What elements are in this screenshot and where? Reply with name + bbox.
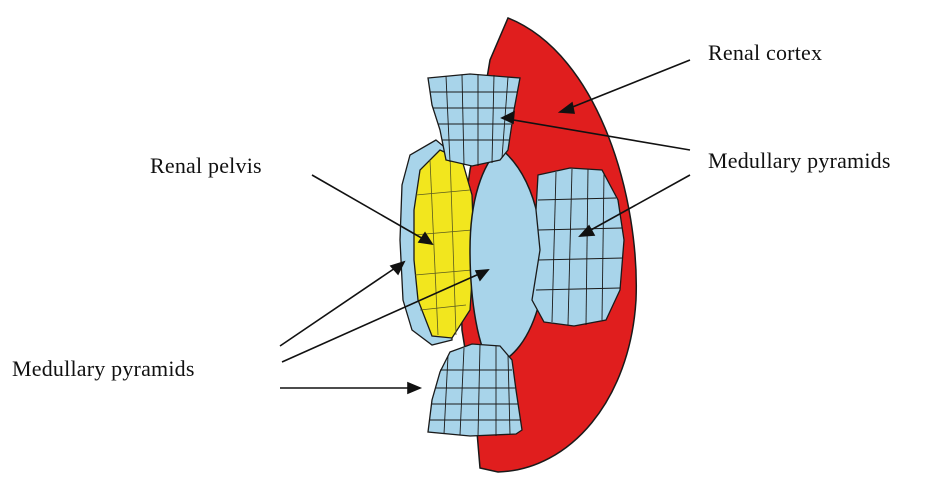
leader-pelvis-rim <box>280 262 404 346</box>
arrowhead-bottom-pyramid <box>408 383 420 393</box>
label-medullary-pyramids-left: Medullary pyramids <box>12 356 195 382</box>
label-medullary-pyramids-right: Medullary pyramids <box>708 148 891 174</box>
label-renal-cortex: Renal cortex <box>708 40 822 66</box>
right-pyramid-shape <box>532 168 624 326</box>
label-renal-pelvis: Renal pelvis <box>150 153 262 179</box>
